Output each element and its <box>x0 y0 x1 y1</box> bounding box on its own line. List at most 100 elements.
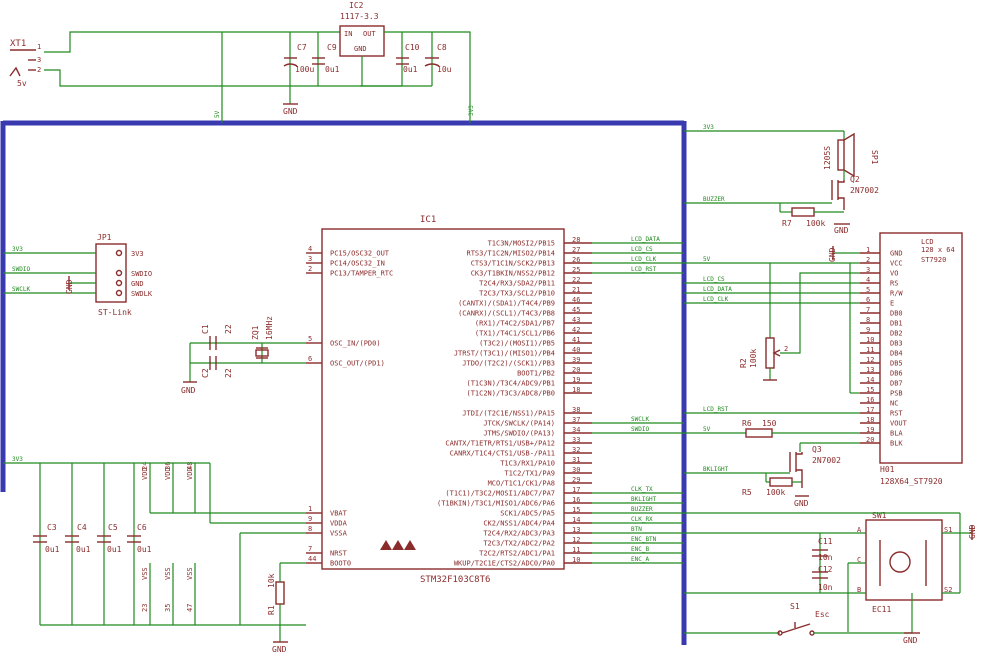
mcu-pin-num-43: 43 <box>572 316 580 324</box>
lcd-pin-label-1: GND <box>890 250 903 258</box>
ic2-pin-in: IN <box>344 30 352 38</box>
lcd-title-2: 128 x 64 <box>921 246 955 254</box>
mcu-pin-num-28: 28 <box>572 236 580 244</box>
mcu-pin-label-32: CANRX/T1C4/CTS1/USB-/PA11 <box>450 450 555 458</box>
mcu-net-13: BTN <box>631 526 642 533</box>
net-5v-label: 5V <box>214 110 221 118</box>
mcu-part: STM32F103C8T6 <box>420 575 490 585</box>
mcu-net-wires: LCD_DATALCD_CSLCD_CLKLCD_RSTSWCLKSWDIOCL… <box>592 236 684 564</box>
q2-model: 2N7002 <box>850 186 879 195</box>
mcu-pin-label-43: (RX1)/T4C2/SDA1/PB7 <box>475 320 555 328</box>
mcu-pin-num-25: 25 <box>572 266 580 274</box>
c9-value: 0u1 <box>325 65 340 74</box>
mcu-pin-num-20: 20 <box>572 366 580 374</box>
mcu-left-num-9: 9 <box>308 515 312 523</box>
mcu-left-num-2: 2 <box>308 265 312 273</box>
mcu-pin-label-15: SCK1/ADC5/PA5 <box>500 510 555 518</box>
lcd-pin-num-4: 4 <box>866 276 870 284</box>
stlink-net-swclk: SWCLK <box>12 286 30 293</box>
c8-name: C8 <box>437 43 447 52</box>
mcu-supply-num-47: 47 <box>186 604 194 612</box>
lcd-pin-label-2: VCC <box>890 260 903 268</box>
gnd-label-buzzer: GND <box>834 226 849 235</box>
mcu-net-15: BUZZER <box>631 506 653 513</box>
mcu-net-12: ENC_BTN <box>631 536 657 543</box>
mcu-pin-num-18: 18 <box>572 386 580 394</box>
mcu-left-num-8: 8 <box>308 525 312 533</box>
lcd-pin-num-6: 6 <box>866 296 870 304</box>
mcu-pin-label-14: CK2/NSS1/ADC4/PA4 <box>483 520 555 528</box>
encoder-name: SW1 <box>872 511 887 520</box>
c1-name: C1 <box>201 324 210 334</box>
lcd-pin-label-11: DB4 <box>890 350 903 358</box>
jp1-pin-swdlk: SWDLK <box>131 290 153 298</box>
mcu-pin-num-11: 11 <box>572 546 580 554</box>
lcd-pin-label-15: PSB <box>890 390 903 398</box>
buzzer-net-3v3: 3V3 <box>703 124 714 131</box>
c5-name: C5 <box>108 523 118 532</box>
mcu-pin-label-29: MCO/T1C1/CK1/PA8 <box>488 480 555 488</box>
lcd-pin-label-17: RST <box>890 410 903 418</box>
lcd-pin-label-13: DB6 <box>890 370 903 378</box>
mcu-pin-label-37: JTCK/SWCLK/(PA14) <box>483 420 555 428</box>
mcu-pin-num-19: 19 <box>572 376 580 384</box>
mcu-supply-label-23: VSS <box>141 567 149 580</box>
mcu-pin-label-18: (T1C2N)/T3C3/ADC8/PB0 <box>466 390 555 398</box>
mcu-left-pins: PC15/OSC32_OUT4PC14/OSC32_IN3PC13/TAMPER… <box>306 245 393 568</box>
ic2-name: IC2 <box>349 1 364 10</box>
c10-name: C10 <box>405 43 420 52</box>
c11-name: C11 <box>818 537 833 546</box>
lcd-net-cs: LCD_CS <box>703 276 725 283</box>
mcu-pin-label-20: BOOT1/PB2 <box>517 370 555 378</box>
mcu-net-14: CLK_RX <box>631 516 653 523</box>
r1-name: R1 <box>267 605 276 615</box>
mcu-pin-num-13: 13 <box>572 526 580 534</box>
lcd-pin-num-18: 18 <box>866 416 874 424</box>
stlink-connector: JP1 ST-Link 3V3 SWDIO GND SWDLK 3V3 SWDI… <box>3 233 153 317</box>
mcu-pin-label-22: T2C4/RX3/SDA2/PB11 <box>479 280 555 288</box>
cap-c9: C9 0u1 <box>312 43 340 74</box>
q2-name: Q2 <box>850 175 860 184</box>
lcd-pin-label-4: RS <box>890 280 898 288</box>
stlink-net-3v3: 3V3 <box>12 246 23 253</box>
mcu-pin-label-28: T1C3N/MOSI2/PB15 <box>488 240 555 248</box>
xt1-pin-1: 1 <box>37 43 41 51</box>
mcu-net-17: CLK_TX <box>631 486 653 493</box>
mcu-pin-label-38: JTDI/(T2C1E/NSS1)/PA15 <box>462 410 555 418</box>
lcd-pin-num-10: 10 <box>866 336 874 344</box>
mcu-pin-num-30: 30 <box>572 466 580 474</box>
cap-c6: C6 0u1 <box>127 523 152 554</box>
gnd-label-crystal: GND <box>181 386 196 395</box>
c7-name: C7 <box>297 43 307 52</box>
mcu-pin-num-14: 14 <box>572 516 580 524</box>
lcd-module: LCD 128 x 64 ST7920 H01 128X64_ST7920 GN… <box>684 232 963 486</box>
mcu-net-25: LCD_RST <box>631 266 657 273</box>
c10-value: 0u1 <box>403 65 418 74</box>
lcd-pin-label-18: VOUT <box>890 420 908 428</box>
lcd-pin-num-7: 7 <box>866 306 870 314</box>
lcd-pin-num-13: 13 <box>866 366 874 374</box>
mcu-pin-label-16: (T1BKIN)/T3C1/MISO1/ADC6/PA6 <box>437 500 555 508</box>
ic2-pin-gnd: GND <box>354 45 367 53</box>
mcu-left-label-44: BOOT0 <box>330 560 351 568</box>
c3-value: 0u1 <box>45 545 60 554</box>
sp1-name: SP1 <box>870 150 879 165</box>
c2-name: C2 <box>201 368 210 378</box>
mcu-supply-num-48: 48 <box>186 462 194 470</box>
mcu-pin-num-27: 27 <box>572 246 580 254</box>
sp1-model: 1205S <box>823 146 832 170</box>
lcd-pin-label-7: DB0 <box>890 310 903 318</box>
mcu-pin-label-17: (T1C1)/T3C2/MOSI1/ADC7/PA7 <box>445 490 555 498</box>
c2-value: 22 <box>224 368 233 378</box>
mcu-pin-label-42: (TX1)/T4C1/SCL1/PB6 <box>475 330 555 338</box>
mcu-pin-num-46: 46 <box>572 296 580 304</box>
mcu-net-11: ENC_B <box>631 546 649 553</box>
mcu-pin-label-34: JTMS/SWDIO/(PA13) <box>483 430 555 438</box>
mcu-supply-label-47: VSS <box>186 567 194 580</box>
jp1-caption: ST-Link <box>98 308 132 317</box>
mcu-logo <box>380 540 416 550</box>
mcu-net-37: SWCLK <box>631 416 649 423</box>
mcu-left-label-1: VBAT <box>330 510 348 518</box>
ic2-part: 1117-3.3 <box>340 12 379 21</box>
mcu-left-label-4: PC15/OSC32_OUT <box>330 250 390 258</box>
